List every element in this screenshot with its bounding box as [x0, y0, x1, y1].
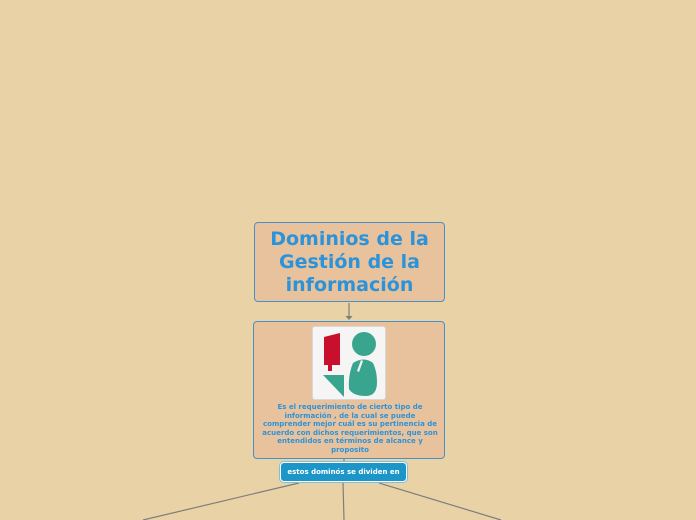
teal-figure-body [348, 359, 377, 396]
connector-branch-right [378, 482, 502, 520]
red-figure-body [324, 333, 340, 371]
teal-figure-slash [357, 360, 363, 372]
description-text: Es el requerimiento de cierto tipo de in… [262, 403, 438, 454]
topic-image [312, 326, 386, 400]
root-topic[interactable]: Dominios de la Gestión de la información [254, 222, 445, 302]
connector-branch-left [142, 482, 300, 520]
people-icon [323, 332, 377, 397]
connector-branch-center [342, 482, 345, 520]
teal-figure-head [352, 332, 376, 356]
teal-figure-base [323, 375, 344, 397]
root-topic-title: Dominios de la Gestión de la información [270, 227, 429, 296]
subtopic-pill[interactable]: estos dominós se dividen en [280, 462, 407, 482]
description-topic[interactable]: Es el requerimiento de cierto tipo de in… [253, 321, 445, 459]
subtopic-label: estos dominós se dividen en [287, 468, 400, 476]
connector-arrowhead [345, 316, 353, 320]
